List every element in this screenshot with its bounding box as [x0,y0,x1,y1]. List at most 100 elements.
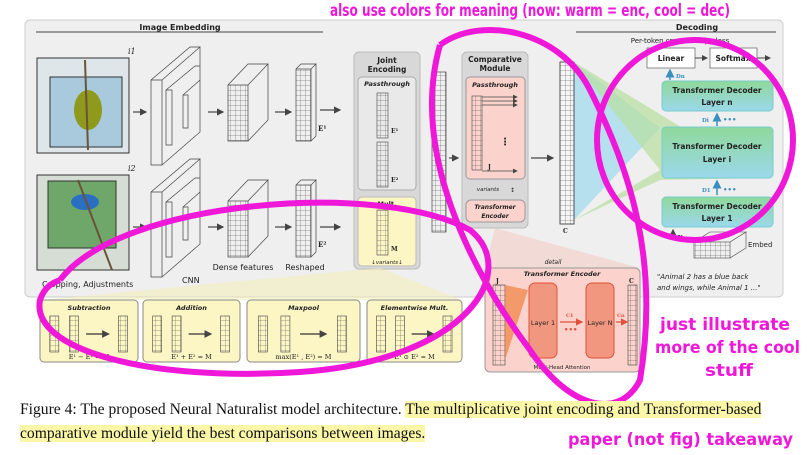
annotation-takeaway: paper (not fig) takeaway [568,430,793,450]
transformer-encoder-button [465,199,526,223]
passthrough-label: Passthrough [364,80,410,88]
decoder-n-label-1: Transformer Decoder [672,86,762,95]
operand-column [152,315,162,353]
result-column [118,315,128,353]
operand-column [395,315,405,353]
decoder-layer-n [661,80,774,112]
decoder-1-label-2: Layer 1 [701,214,732,223]
e2-label: E² [318,240,326,249]
encoder-layer-1-label: Layer 1 [531,319,555,327]
encoder-attention-fan [505,285,528,360]
variant-box-elementwise-mult: Elementwise Mult. E¹ ⊙ E² = M [366,299,463,363]
e1-label: E¹ [318,124,326,133]
encoder-j-label: J [495,278,499,285]
passthrough-e1-label: E¹ [391,128,399,135]
joint-encoding-title-1: Joint [376,56,397,65]
dense-features-label: Dense features [213,263,274,272]
comparative-title-1: Comparative [468,55,522,64]
encoder-layer-n-label: Layer N [587,319,612,327]
decoding-title: Decoding [676,23,718,32]
encoder-ellipsis: ••• [564,326,577,334]
result-column [337,315,347,353]
annotation-scribbles [36,27,796,407]
decoder-i-label-2: Layer i [703,155,731,164]
encoder-detail-title: Transformer Encoder [524,270,601,278]
mha-label: Multi-Head Attention [534,365,591,371]
encoder-layer-1 [528,282,558,359]
operand-column [257,315,268,353]
decoder-n-label-2: Layer n [701,98,732,107]
decoder-layer-i [661,126,774,179]
ellipsis-d1: ••• [723,186,736,194]
embed-grid [693,231,748,259]
variant-formula: E¹ − E² = M [69,353,110,361]
variants-arrow: ↕ [510,187,515,194]
dense-features-1 [227,63,269,142]
ellipsis-di: ••• [723,116,736,124]
annotation-illustrate-1: just illustrate [659,315,790,335]
reshaped-label: Reshaped [285,263,324,272]
annotation-illustrate-3: stuff [705,361,753,381]
decoder-layer-1 [661,196,774,228]
result-column [220,315,230,353]
encoder-layer-n [585,282,615,359]
input-1-label: i1 [128,47,136,56]
caption-text: Figure 4: The proposed Neural Naturalist… [20,401,406,418]
variant-title: Subtraction [68,304,111,312]
embedding-arrows [133,106,342,231]
c-label: C [563,228,568,235]
variant-formula: E¹ + E² = M [171,353,212,361]
c-column [559,61,575,225]
encoder-c-column [627,284,638,366]
joint-encoding-title-2: Encoding [368,65,407,74]
c1-label: C1 [566,313,573,319]
variant-box-subtraction: Subtraction E¹ − E² = M [39,299,139,363]
cn-label: Cn [617,313,625,319]
cnn-stack-2 [150,158,201,278]
di-label: Di [702,118,709,124]
dn-label: Dn [676,74,685,80]
joint-variants-label: ↓variants↓ [371,259,403,266]
comparative-title-2: Module [480,64,511,73]
embed-label: Embed [748,241,772,249]
variant-formula: E¹ ⊙ E² = M [394,353,435,361]
cnn-stack-1 [150,46,201,166]
operand-column [171,315,182,353]
softmax-label: Softmax [715,54,750,63]
encoder-label-1: Transformer [474,204,516,211]
operand-column [376,315,386,353]
decoder-1-label-1: Transformer Decoder [672,202,762,211]
input-image-2 [36,174,130,271]
m-label: M [391,246,398,253]
encoder-label-2: Encoder [481,213,509,220]
cropping-label: Cropping, Adjustments [42,280,133,289]
variant-title: Maxpool [288,304,320,312]
reshaped-1 [295,63,317,142]
variant-box-maxpool: Maxpool max(E¹ , E²) = M [246,299,361,363]
d1-label: D1 [702,188,711,194]
passthrough-e2-label: E² [391,177,399,184]
detail-label: detail [545,259,562,266]
ellipsis-vertical: ⋮ [500,137,510,148]
variant-formula: max(E¹ , E²) = M [276,353,332,361]
variant-title: Addition [175,304,207,312]
input-image-1 [36,57,130,154]
mult-m [376,209,389,256]
quote-line-1: "Animal 2 has a blue back [657,273,749,281]
annotation-illustrate-2: more of the cool [655,338,800,358]
figure-caption: Figure 4: The proposed Neural Naturalist… [20,398,790,446]
variant-title: Elementwise Mult. [381,304,449,312]
comparative-variants-label: variants [477,187,499,193]
decoder-i-label-1: Transformer Decoder [672,142,762,151]
operand-column [69,315,79,353]
cnn-label: CNN [182,276,200,285]
variant-box-addition: Addition E¹ + E² = M [142,299,241,363]
detail-fan [485,228,640,268]
quote-line-2: and wings, while Animal 1 ..." [657,284,761,292]
variants-fan [40,268,462,300]
encoder-c-label: C [629,278,634,285]
operand-column [280,315,291,353]
j-column [471,95,483,171]
passthrough-e1 [376,92,389,139]
